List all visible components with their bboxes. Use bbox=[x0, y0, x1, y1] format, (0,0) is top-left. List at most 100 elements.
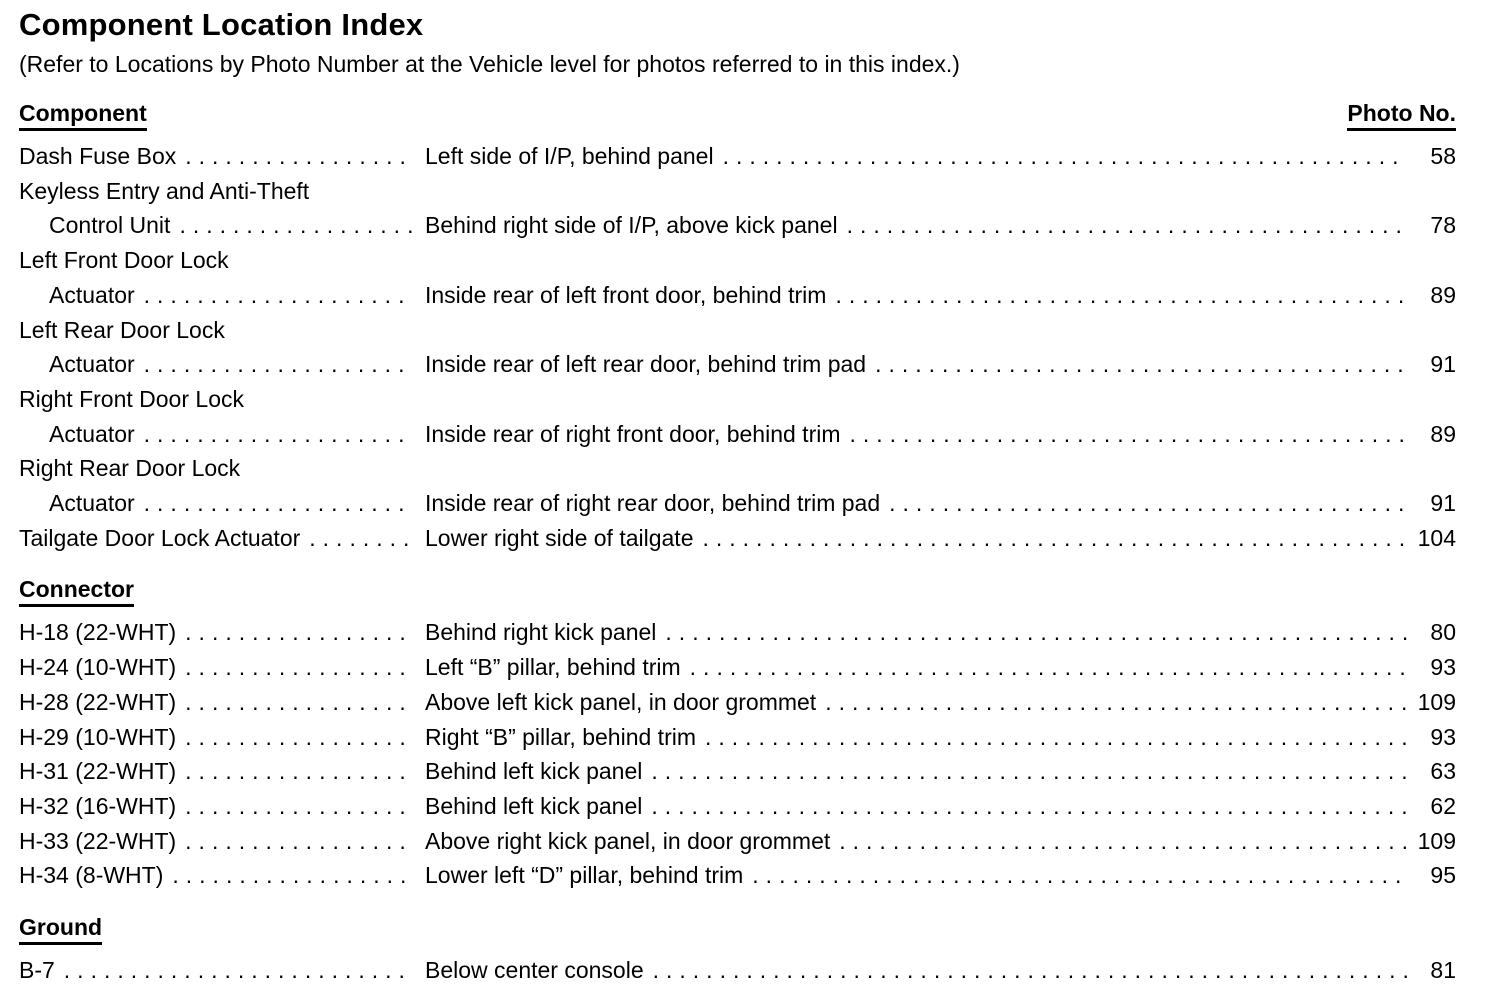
dot-leader bbox=[665, 615, 1407, 650]
index-row: H-33 (22-WHT) Above right kick panel, in… bbox=[19, 824, 1456, 859]
section-rows: B-7 Below center console 81 bbox=[19, 953, 1456, 988]
dot-leader bbox=[185, 824, 412, 859]
section-rows: Dash Fuse Box Left side of I/P, behind p… bbox=[19, 139, 1456, 555]
row-name-cell: Actuator bbox=[19, 486, 425, 521]
index-row: H-28 (22-WHT) Above left kick panel, in … bbox=[19, 685, 1456, 720]
row-component-name: Actuator bbox=[49, 420, 135, 447]
row-name-cell: Right Front Door Lock bbox=[19, 382, 1456, 417]
row-component-name: Keyless Entry and Anti-Theft bbox=[19, 177, 310, 204]
row-component-name: Actuator bbox=[49, 490, 135, 517]
dot-leader bbox=[144, 417, 412, 452]
row-location-description: Right “B” pillar, behind trim bbox=[425, 723, 696, 750]
row-location-description: Left side of I/P, behind panel bbox=[425, 143, 714, 169]
dot-leader bbox=[703, 521, 1408, 556]
row-component-name: Control Unit bbox=[49, 212, 171, 239]
row-photo-number: 91 bbox=[1430, 490, 1456, 517]
row-name-cell: Right Rear Door Lock bbox=[19, 451, 1456, 486]
row-location-cell: Behind left kick panel bbox=[425, 754, 1412, 789]
row-photo-number: 95 bbox=[1430, 862, 1456, 889]
dot-leader bbox=[653, 953, 1407, 988]
row-component-name: Left Front Door Lock bbox=[19, 247, 229, 274]
row-name-cell: H-34 (8-WHT) bbox=[19, 858, 425, 893]
row-name-cell: Keyless Entry and Anti-Theft bbox=[19, 174, 1456, 209]
index-row: Left Front Door Lock bbox=[19, 243, 1456, 278]
dot-leader bbox=[144, 486, 412, 521]
dot-leader bbox=[839, 824, 1407, 859]
dot-leader bbox=[185, 139, 412, 174]
row-location-cell: Above left kick panel, in door grommet bbox=[425, 685, 1412, 720]
index-row: H-31 (22-WHT) Behind left kick panel 63 bbox=[19, 754, 1456, 789]
row-location-cell: Left side of I/P, behind panel bbox=[425, 139, 1412, 174]
row-component-name: Dash Fuse Box bbox=[19, 143, 177, 169]
dot-leader bbox=[723, 139, 1407, 174]
row-photo-number: 93 bbox=[1430, 654, 1456, 681]
row-component-name: Right Front Door Lock bbox=[19, 385, 244, 412]
index-row: Dash Fuse Box Left side of I/P, behind p… bbox=[19, 139, 1456, 174]
row-name-cell: H-31 (22-WHT) bbox=[19, 754, 425, 789]
dot-leader bbox=[144, 278, 412, 313]
row-location-cell: Inside rear of left front door, behind t… bbox=[425, 278, 1412, 313]
index-row: H-34 (8-WHT) Lower left “D” pillar, behi… bbox=[19, 858, 1456, 893]
row-component-name: H-31 (22-WHT) bbox=[19, 758, 177, 785]
row-location-description: Below center console bbox=[425, 957, 644, 984]
dot-leader bbox=[889, 486, 1407, 521]
index-row: Left Rear Door Lock bbox=[19, 313, 1456, 348]
index-sections: Component Photo No. Dash Fuse Box Left s… bbox=[19, 100, 1456, 988]
row-name-cell: Control Unit bbox=[19, 208, 425, 243]
row-location-cell: Right “B” pillar, behind trim bbox=[425, 720, 1412, 755]
index-row: H-32 (16-WHT) Behind left kick panel 62 bbox=[19, 789, 1456, 824]
row-location-description: Lower right side of tailgate bbox=[425, 524, 694, 551]
row-location-description: Behind right side of I/P, above kick pan… bbox=[425, 212, 838, 239]
row-location-description: Above left kick panel, in door grommet bbox=[425, 688, 817, 715]
photo-no-column-header: Photo No. bbox=[1347, 100, 1456, 131]
row-name-cell: H-29 (10-WHT) bbox=[19, 720, 425, 755]
row-component-name: H-18 (22-WHT) bbox=[19, 619, 177, 646]
row-location-cell: Behind left kick panel bbox=[425, 789, 1412, 824]
dot-leader bbox=[185, 789, 412, 824]
row-name-cell: H-33 (22-WHT) bbox=[19, 824, 425, 859]
row-location-cell: Behind right side of I/P, above kick pan… bbox=[425, 208, 1412, 243]
row-location-cell: Above right kick panel, in door grommet bbox=[425, 824, 1412, 859]
dot-leader bbox=[690, 650, 1407, 685]
row-name-cell: Dash Fuse Box bbox=[19, 139, 425, 174]
row-name-cell: H-32 (16-WHT) bbox=[19, 789, 425, 824]
row-component-name: Actuator bbox=[49, 351, 135, 378]
index-row: B-7 Below center console 81 bbox=[19, 953, 1456, 988]
section-title: Ground bbox=[19, 914, 103, 946]
row-photo-number: 80 bbox=[1430, 619, 1456, 646]
row-location-cell: Lower right side of tailgate bbox=[425, 521, 1412, 556]
index-row: Actuator Inside rear of left rear door, … bbox=[19, 347, 1456, 382]
row-location-description: Inside rear of right rear door, behind t… bbox=[425, 490, 881, 517]
index-row: Tailgate Door Lock Actuator Lower right … bbox=[19, 521, 1456, 556]
index-row: H-18 (22-WHT) Behind right kick panel 80 bbox=[19, 615, 1456, 650]
index-row: Right Rear Door Lock bbox=[19, 451, 1456, 486]
row-component-name: Tailgate Door Lock Actuator bbox=[19, 524, 301, 551]
row-location-description: Above right kick panel, in door grommet bbox=[425, 827, 831, 854]
row-component-name: H-28 (22-WHT) bbox=[19, 688, 177, 715]
row-location-cell: Lower left “D” pillar, behind trim bbox=[425, 858, 1412, 893]
row-location-description: Behind left kick panel bbox=[425, 758, 643, 785]
section-component: Component Photo No. Dash Fuse Box Left s… bbox=[19, 100, 1456, 555]
row-photo-number: 109 bbox=[1417, 688, 1456, 715]
row-location-cell: Inside rear of right front door, behind … bbox=[425, 417, 1412, 452]
dot-leader bbox=[144, 347, 412, 382]
row-name-cell: H-18 (22-WHT) bbox=[19, 615, 425, 650]
row-component-name: H-34 (8-WHT) bbox=[19, 862, 164, 889]
row-component-name: B-7 bbox=[19, 957, 55, 984]
row-photo-number: 58 bbox=[1430, 143, 1456, 169]
index-row: H-29 (10-WHT) Right “B” pillar, behind t… bbox=[19, 720, 1456, 755]
row-name-cell: Left Rear Door Lock bbox=[19, 313, 1456, 348]
row-photo-number: 78 bbox=[1430, 212, 1456, 239]
row-name-cell: Tailgate Door Lock Actuator bbox=[19, 521, 425, 556]
index-row: Actuator Inside rear of right front door… bbox=[19, 417, 1456, 452]
dot-leader bbox=[64, 953, 412, 988]
section-title: Connector bbox=[19, 576, 134, 608]
row-location-cell: Left “B” pillar, behind trim bbox=[425, 650, 1412, 685]
row-component-name: H-24 (10-WHT) bbox=[19, 654, 177, 681]
dot-leader bbox=[850, 417, 1408, 452]
index-row: H-24 (10-WHT) Left “B” pillar, behind tr… bbox=[19, 650, 1456, 685]
index-row: Actuator Inside rear of left front door,… bbox=[19, 278, 1456, 313]
dot-leader bbox=[179, 208, 412, 243]
row-component-name: Actuator bbox=[49, 281, 135, 308]
